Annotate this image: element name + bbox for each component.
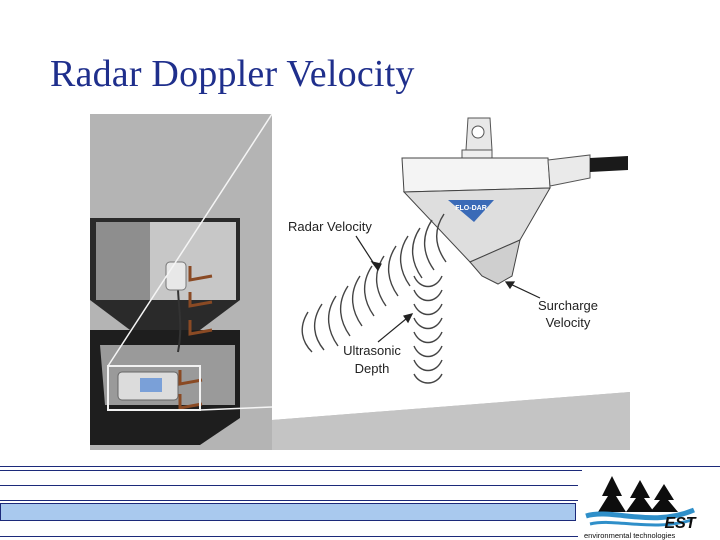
ultrasonic-label-line2: Depth [355, 361, 390, 376]
ultrasonic-arcs [413, 275, 443, 384]
surcharge-label-line1: Surcharge [538, 298, 598, 313]
footer-rule [0, 500, 578, 501]
radar-arcs [301, 213, 447, 353]
footer-band [0, 503, 576, 521]
footer-rule [0, 485, 578, 486]
footer-rule [0, 466, 720, 467]
footer-rule [0, 536, 578, 537]
logo-brand: EST [664, 515, 696, 532]
slide-title: Radar Doppler Velocity [50, 53, 415, 95]
tree-icon [598, 476, 678, 512]
wave-icon [585, 507, 695, 521]
ultrasonic-label-line1: Ultrasonic [343, 343, 401, 358]
flodar-label: FLO-DAR [455, 205, 487, 212]
est-logo: EST environmental technologies [582, 470, 720, 540]
ladder-rungs [178, 266, 213, 410]
flodar-sensor: FLO-DAR [401, 117, 628, 285]
surcharge-label-line2: Velocity [546, 315, 591, 330]
logo-tagline: environmental technologies [584, 531, 676, 540]
footer-rule [0, 470, 720, 471]
flodar-badge [448, 200, 494, 222]
zoom-box [107, 365, 201, 411]
radar-velocity-label: Radar Velocity [288, 219, 372, 234]
